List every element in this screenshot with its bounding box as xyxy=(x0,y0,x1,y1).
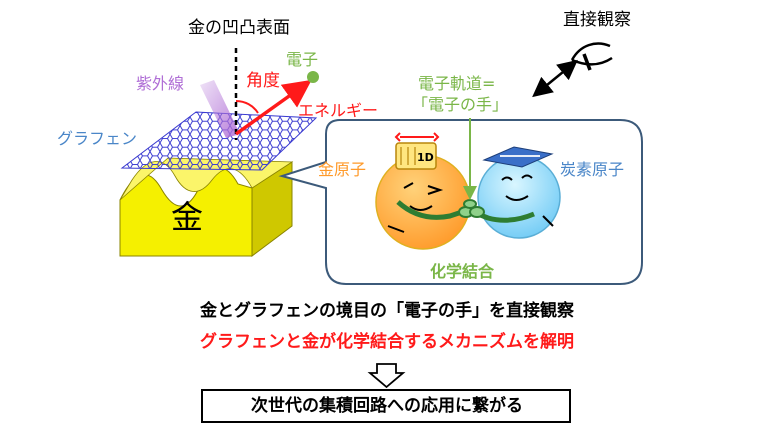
graphene-label: グラフェン xyxy=(57,129,138,148)
gold-atom-character xyxy=(375,132,471,250)
angle-arc xyxy=(235,99,259,114)
carbon-atom xyxy=(477,155,561,239)
down-arrow xyxy=(367,363,406,389)
electron-dot xyxy=(307,71,319,83)
carbon-atom-label: 炭素原子 xyxy=(560,160,625,179)
mortarboard-hat xyxy=(482,146,554,168)
electron-label: 電子 xyxy=(286,50,319,69)
result-box xyxy=(201,389,571,423)
caption-line2: グラフェンと金が化学結合するメカニズムを解明 xyxy=(200,332,574,352)
observation-arrow xyxy=(532,59,578,98)
surface-label: 金の凹凸表面 xyxy=(188,18,290,38)
chain-links xyxy=(458,199,485,218)
gold-block xyxy=(119,157,294,257)
orbital-label-line2: 「電子の手」 xyxy=(412,95,509,114)
graphene-sheet xyxy=(120,111,318,171)
angle-label: 角度 xyxy=(246,71,280,91)
eye-icon xyxy=(570,42,613,71)
hat-1d xyxy=(395,142,437,170)
orbital-label-line1: 電子軌道= xyxy=(418,74,496,93)
uv-label: 紫外線 xyxy=(136,74,185,93)
energy-label: エネルギー xyxy=(298,101,379,120)
uv-beam xyxy=(200,80,240,138)
result-text: 次世代の集積回路への応用に繋がる xyxy=(251,396,523,416)
hat-1d-label: 1D xyxy=(417,151,434,164)
caption-line1: 金とグラフェンの境目の「電子の手」を直接観察 xyxy=(200,301,574,321)
direct-observation-label: 直接観察 xyxy=(563,10,631,30)
chemical-bond-label: 化学結合 xyxy=(430,262,495,281)
gold-atom-label: 金原子 xyxy=(318,160,367,179)
photoelectron-arrow xyxy=(234,79,312,136)
gold-block-label: 金 xyxy=(171,198,204,236)
